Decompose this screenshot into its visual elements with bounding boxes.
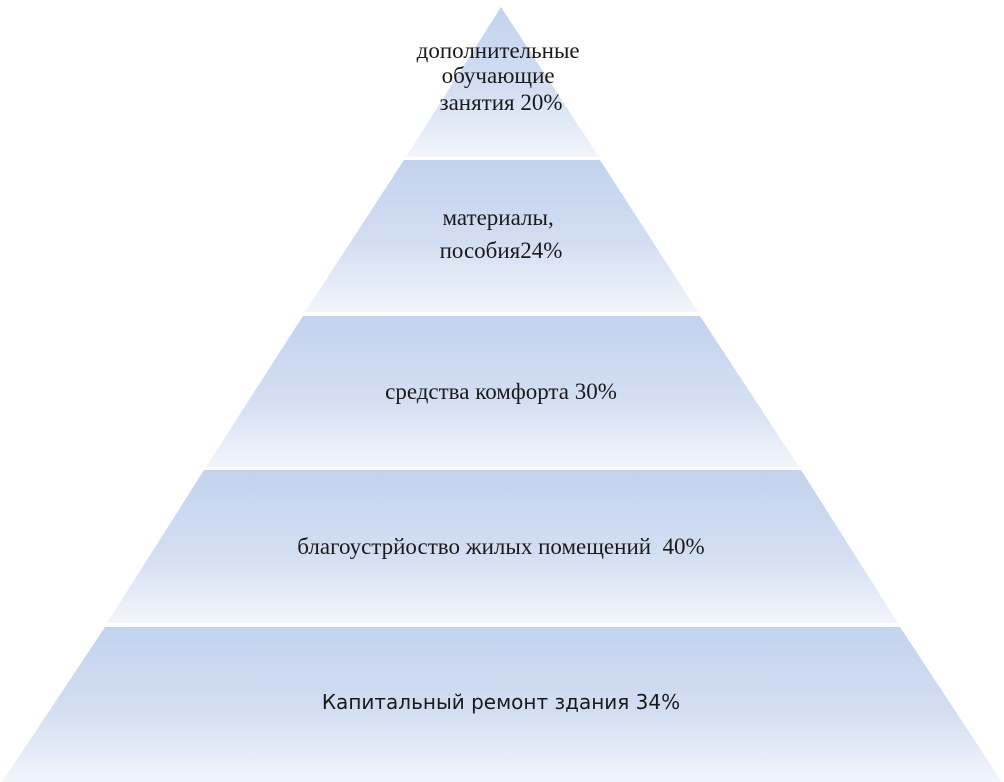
level-3-line-1: средства комфорта 30% — [385, 379, 617, 404]
pyramid-level-4: благоустрйоство жилых помещений 40% — [107, 470, 898, 623]
level-1-line-3: занятия 20% — [439, 90, 562, 115]
level-2-line-1: материалы, — [443, 205, 554, 230]
pyramid-level-3: средства комфорта 30% — [206, 316, 799, 467]
level-1-label: дополнительные обучающие занятия 20% — [417, 38, 586, 115]
level-5-line-1: Капитальный ремонт здания 34% — [322, 690, 680, 714]
pyramid-level-2: материалы, пособия24% — [305, 160, 698, 312]
level-4-line-1: благоустрйоство жилых помещений 40% — [297, 534, 704, 559]
level-1-line-2: обучающие — [442, 63, 555, 88]
level-2-label: материалы, пособия24% — [440, 205, 563, 263]
level-3-label: средства комфорта 30% — [385, 379, 617, 404]
pyramid-level-5: Капитальный ремонт здания 34% — [2, 627, 1002, 782]
level-2-line-2: пособия24% — [440, 238, 563, 263]
level-1-line-1: дополнительные — [417, 38, 580, 63]
level-5-label: Капитальный ремонт здания 34% — [322, 690, 680, 714]
level-4-label: благоустрйоство жилых помещений 40% — [297, 534, 704, 559]
pyramid-level-1: дополнительные обучающие занятия 20% — [406, 7, 599, 157]
